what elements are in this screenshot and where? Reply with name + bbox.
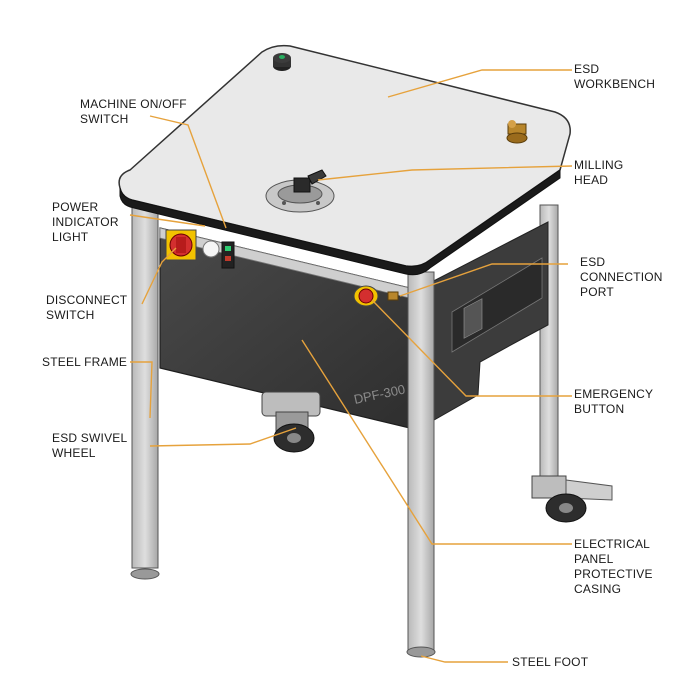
leader-steel-frame bbox=[130, 361, 153, 419]
label-milling-head: MILLING HEAD bbox=[574, 158, 624, 187]
label-disconnect-switch: DISCONNECT SWITCH bbox=[46, 293, 128, 322]
label-esd-swivel-wheel: ESD SWIVEL WHEEL bbox=[52, 431, 128, 460]
emergency-cluster bbox=[353, 285, 399, 307]
leader-machine-switch bbox=[149, 115, 227, 229]
leader-electrical-panel bbox=[301, 339, 572, 545]
leader-lines bbox=[129, 69, 573, 663]
leader-esd-port bbox=[399, 263, 568, 297]
control-cluster bbox=[165, 229, 235, 269]
leader-steel-foot bbox=[420, 655, 508, 663]
leader-emergency bbox=[371, 299, 572, 397]
leader-disconnect bbox=[141, 247, 177, 305]
label-emergency-button: EMERGENCY BUTTON bbox=[574, 387, 654, 416]
label-electrical-panel: ELECTRICAL PANEL PROTECTIVE CASING bbox=[574, 537, 653, 596]
top-esd-connector bbox=[506, 120, 528, 144]
label-esd-connection-port: ESD CONNECTION PORT bbox=[580, 255, 663, 299]
label-power-indicator: POWER INDICATOR LIGHT bbox=[52, 200, 119, 244]
label-esd-workbench: ESD WORKBENCH bbox=[574, 62, 656, 91]
front-right-leg bbox=[406, 271, 436, 658]
label-steel-foot: STEEL FOOT bbox=[512, 655, 589, 669]
milling-head-unit bbox=[265, 169, 335, 213]
center-swivel-wheel bbox=[261, 391, 321, 453]
label-steel-frame: STEEL FRAME bbox=[42, 355, 128, 369]
tabletop bbox=[118, 44, 571, 276]
top-switch-knob bbox=[273, 53, 291, 71]
label-machine-switch: MACHINE ON/OFF SWITCH bbox=[80, 97, 187, 126]
front-left-leg bbox=[130, 199, 160, 580]
leader-milling-head bbox=[317, 165, 573, 181]
back-right-wheel bbox=[531, 475, 613, 523]
leader-esd-workbench bbox=[387, 69, 572, 98]
leader-power-indicator bbox=[129, 214, 206, 227]
leader-swivel-wheel bbox=[149, 427, 297, 447]
